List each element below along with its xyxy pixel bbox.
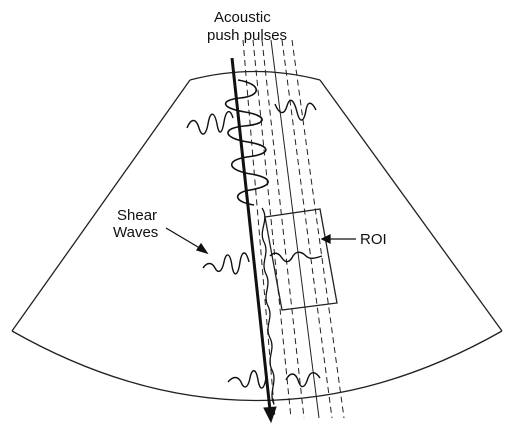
label-arrows — [165, 227, 356, 255]
beam-lines — [242, 39, 345, 419]
sector-right-edge — [319, 79, 503, 332]
shear-wave-middle — [202, 251, 323, 275]
roi-label: ROI — [360, 231, 387, 248]
acoustic-label: Acoustic — [214, 9, 271, 26]
beam-line-dashed — [261, 39, 305, 419]
beam-line-dashed — [281, 39, 333, 419]
push-pulses-label: push pulses — [207, 27, 288, 44]
shear-wave-envelope — [261, 207, 275, 405]
sector-top-arc — [189, 70, 321, 81]
beam-line-dashed — [252, 39, 292, 419]
shear-label-pointer — [165, 227, 204, 251]
shear-wave-top — [186, 99, 317, 135]
beam-line-dashed — [291, 39, 345, 419]
imaging-sector — [11, 70, 503, 402]
sector-left-edge — [11, 79, 191, 332]
arrowhead-icon — [195, 242, 209, 255]
shear-wave-bottom — [227, 370, 321, 389]
beam-line-dashed — [242, 39, 276, 419]
down-arrow-icon — [263, 406, 277, 424]
shear-label: Shear — [117, 207, 158, 224]
push-beam-axis — [230, 57, 277, 424]
beam-line-solid — [270, 39, 320, 419]
waves-label: Waves — [113, 224, 159, 241]
push-pulse-waveform — [224, 79, 269, 206]
roi-box — [264, 208, 338, 311]
sector-bottom-arc — [11, 330, 503, 402]
arrowhead-icon — [320, 233, 331, 245]
